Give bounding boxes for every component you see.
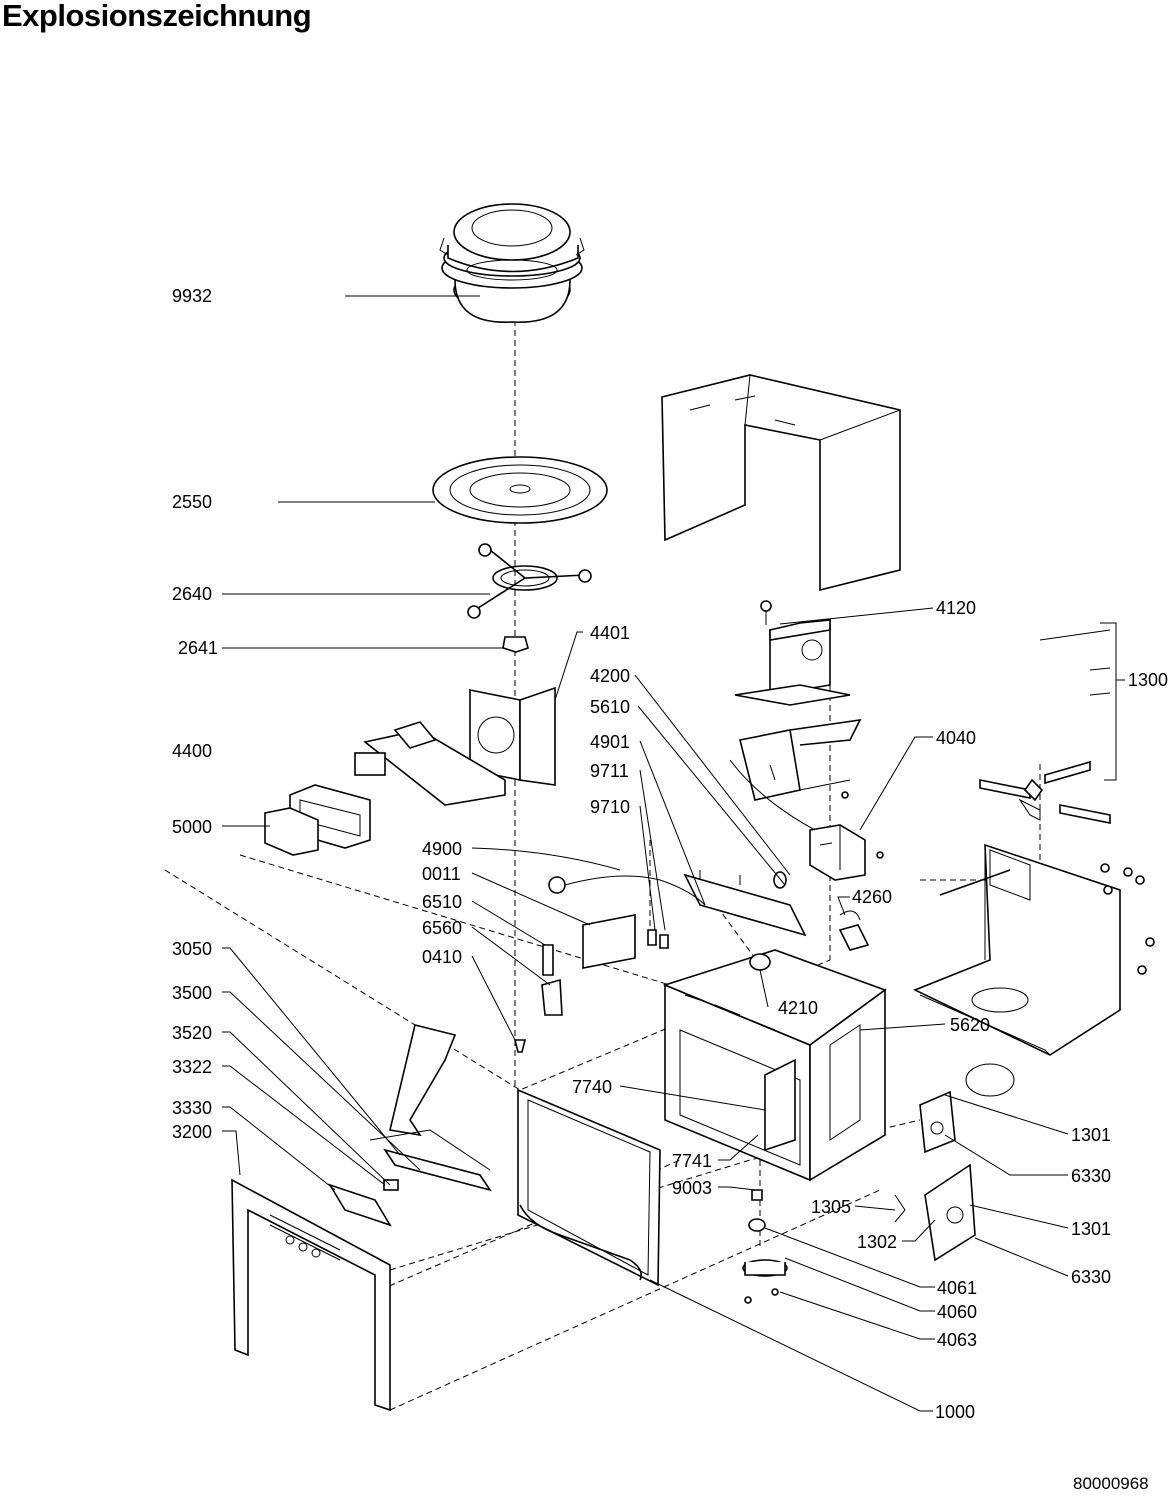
motor-bracket-4400 — [264, 686, 556, 856]
label-7741: 7741 — [672, 1151, 712, 1171]
cavity-chassis — [662, 870, 1015, 1182]
label-1301-lower: 1301 — [1071, 1219, 1111, 1239]
label-4040: 4040 — [936, 728, 976, 748]
label-9932: 9932 — [172, 286, 212, 306]
label-6560: 6560 — [422, 918, 462, 938]
label-4401: 4401 — [590, 623, 630, 643]
label-5610: 5610 — [590, 697, 630, 717]
label-4063: 4063 — [937, 1330, 977, 1350]
label-2641: 2641 — [178, 638, 218, 658]
page-title: Explosionszeichnung — [2, 0, 312, 33]
turntable-motor-4060 — [742, 1189, 788, 1304]
label-3520: 3520 — [172, 1023, 212, 1043]
small-parts — [513, 875, 706, 1053]
label-3322: 3322 — [172, 1057, 212, 1077]
document-number: 80000968 — [1073, 1474, 1149, 1493]
turntable-plate-2550 — [432, 456, 608, 524]
label-3050: 3050 — [172, 939, 212, 959]
label-6510: 6510 — [422, 892, 462, 912]
label-4120: 4120 — [936, 598, 976, 618]
label-1305: 1305 — [811, 1197, 851, 1217]
leader-lines — [222, 295, 1125, 1412]
steamer-bowl-9932 — [439, 203, 585, 323]
label-6330-lower: 6330 — [1071, 1267, 1111, 1287]
label-2640: 2640 — [172, 584, 212, 604]
outer-cover — [661, 374, 901, 592]
label-5000: 5000 — [172, 817, 212, 837]
label-4210: 4210 — [778, 998, 818, 1018]
label-4260: 4260 — [852, 887, 892, 907]
label-6330-upper: 6330 — [1071, 1166, 1111, 1186]
label-1302: 1302 — [857, 1232, 897, 1252]
switch-brackets — [894, 1090, 976, 1262]
label-9003: 9003 — [672, 1178, 712, 1198]
label-4060: 4060 — [937, 1302, 977, 1322]
capacitor-4040 — [729, 759, 884, 881]
label-4061: 4061 — [937, 1278, 977, 1298]
part-labels: 9932 2550 2640 2641 4401 4400 5000 4200 … — [172, 286, 1168, 1422]
label-4200: 4200 — [590, 666, 630, 686]
transformer-4120 — [734, 600, 862, 801]
label-2550: 2550 — [172, 492, 212, 512]
label-0410: 0410 — [422, 947, 462, 967]
label-1301-upper: 1301 — [1071, 1125, 1111, 1145]
rear-housing-1300 — [913, 629, 1155, 1056]
label-5620: 5620 — [950, 1015, 990, 1035]
diode-4260 — [838, 910, 870, 951]
label-1000: 1000 — [935, 1402, 975, 1422]
label-1300: 1300 — [1128, 670, 1168, 690]
label-3500: 3500 — [172, 983, 212, 1003]
label-4900: 4900 — [422, 839, 462, 859]
label-9711: 9711 — [590, 761, 629, 781]
label-0011: 0011 — [422, 864, 461, 884]
roller-ring-2640 — [467, 543, 592, 619]
door-1000 — [517, 1088, 661, 1287]
label-3200: 3200 — [172, 1122, 212, 1142]
coupler-2641 — [502, 636, 529, 653]
label-7740: 7740 — [572, 1077, 612, 1097]
label-4400: 4400 — [172, 741, 212, 761]
label-3330: 3330 — [172, 1098, 212, 1118]
label-9710: 9710 — [590, 797, 630, 817]
label-4901: 4901 — [590, 732, 630, 752]
control-panel-3200 — [231, 1024, 492, 1412]
